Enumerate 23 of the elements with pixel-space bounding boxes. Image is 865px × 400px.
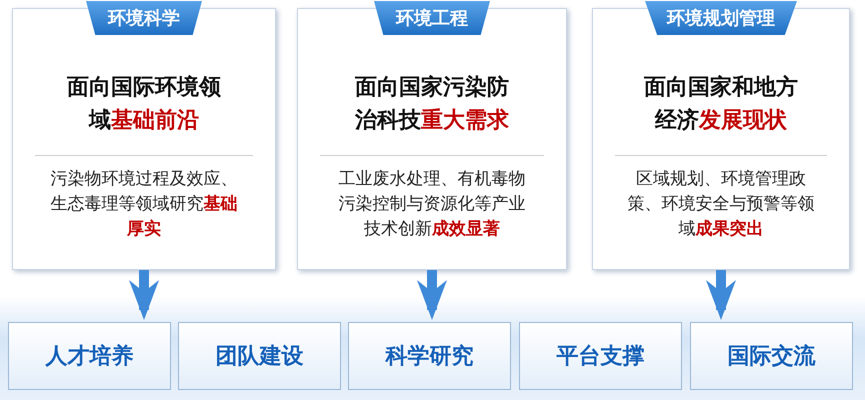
pillar-label: 国际交流	[728, 342, 816, 371]
pillar-label: 科学研究	[386, 343, 474, 371]
heading-tab: 环境规划管理	[645, 1, 797, 35]
card-description: 工业废水处理、有机毒物污染控制与资源化等产业技术创新成效显著	[338, 168, 526, 241]
pillar-label: 平台支撑	[556, 343, 644, 371]
pillar-box	[178, 322, 341, 390]
arrow	[129, 270, 159, 320]
card-title: 面向国家和地方经济发展现状	[643, 74, 799, 135]
heading-tab: 环境工程	[374, 1, 490, 35]
arrow	[706, 270, 736, 320]
base-band	[0, 296, 865, 400]
pillar-box	[8, 322, 171, 390]
pillar-label: 团队建设	[216, 343, 304, 371]
pillar-label: 人才培养	[46, 342, 134, 371]
card-description: 污染物环境过程及效应、生态毒理等领域研究基础厚实	[50, 168, 238, 241]
pillar-box	[348, 322, 511, 390]
card-description: 区域规划、环境管理政策、环境安全与预警等领域成果突出	[626, 168, 816, 241]
pillar-box	[519, 322, 682, 390]
card-title: 面向国家污染防治科技重大需求	[354, 74, 510, 135]
pillar-box	[690, 322, 853, 390]
arrow	[417, 270, 447, 320]
card-title: 面向国际环境领域基础前沿	[66, 74, 222, 135]
heading-tab: 环境科学	[86, 1, 202, 35]
